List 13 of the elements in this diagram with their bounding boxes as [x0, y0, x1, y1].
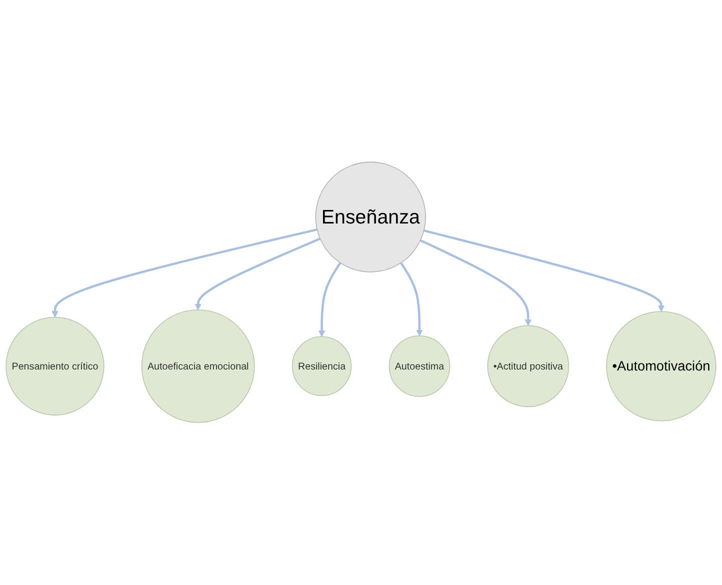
arrow [420, 240, 532, 326]
arrow [424, 230, 665, 312]
arrow [400, 262, 423, 336]
node-circle: Pensamiento crítico [6, 317, 104, 416]
arrow [194, 238, 321, 310]
node-circle: Resiliencia [292, 336, 352, 396]
arrow [318, 262, 342, 338]
node-circle: Enseñanza [315, 162, 426, 273]
node-circle: Autoeficacia emocional [141, 310, 255, 424]
node-circle: Autoestima [388, 336, 450, 398]
node-circle: •Actitud positiva [487, 326, 570, 408]
node-circle: •Automotivación [606, 311, 716, 422]
arrow [52, 228, 318, 318]
